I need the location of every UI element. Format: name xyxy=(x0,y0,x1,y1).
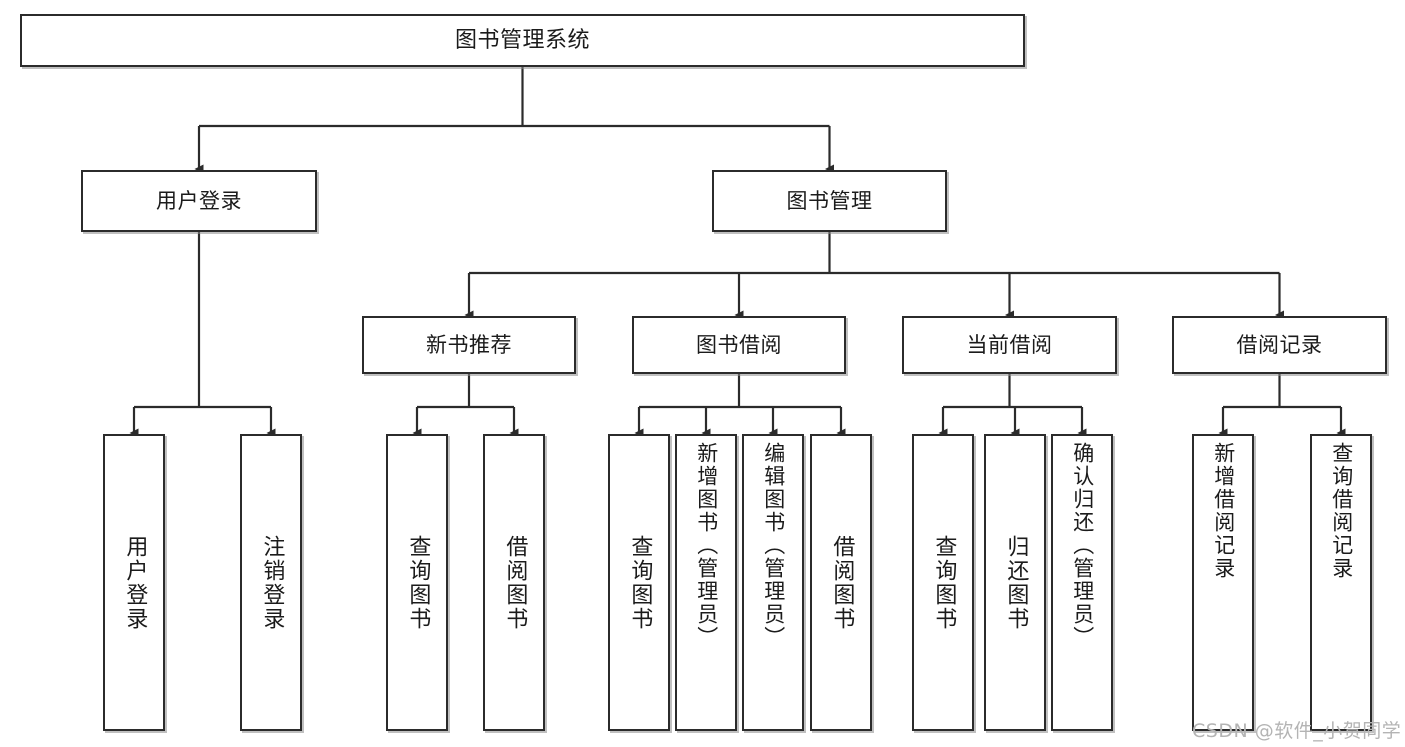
node-book-manage[interactable]: 图书管理 xyxy=(712,170,947,232)
node-borrow-record[interactable]: 借阅记录 xyxy=(1172,316,1387,374)
node-user-login[interactable]: 用户登录 xyxy=(81,170,317,232)
node-label: 注销登录 xyxy=(259,534,285,631)
node-label: 归还图书 xyxy=(1003,534,1029,631)
node-leaf-add-rec[interactable]: 新增借阅记录 xyxy=(1192,434,1254,731)
node-label: 图书借阅 xyxy=(696,332,782,357)
node-leaf-add-book[interactable]: 新增图书（管理员） xyxy=(675,434,737,731)
node-leaf-query-2[interactable]: 查询图书 xyxy=(608,434,670,731)
node-label: 确认归还（管理员） xyxy=(1070,442,1095,649)
node-label: 查询图书 xyxy=(405,534,431,631)
node-leaf-query-rec[interactable]: 查询借阅记录 xyxy=(1310,434,1372,731)
node-label: 查询借阅记录 xyxy=(1329,442,1354,580)
node-label: 用户登录 xyxy=(122,534,148,631)
node-label: 当前借阅 xyxy=(966,332,1053,357)
node-book-borrow[interactable]: 图书借阅 xyxy=(632,316,846,374)
node-label: 新增图书（管理员） xyxy=(694,442,719,649)
node-label: 查询图书 xyxy=(931,534,957,631)
node-root[interactable]: 图书管理系统 xyxy=(20,14,1025,67)
node-leaf-return[interactable]: 归还图书 xyxy=(984,434,1046,731)
node-label: 查询图书 xyxy=(627,534,653,631)
node-new-book-rec[interactable]: 新书推荐 xyxy=(362,316,576,374)
node-label: 借阅记录 xyxy=(1236,332,1323,357)
node-leaf-query-1[interactable]: 查询图书 xyxy=(386,434,448,731)
node-leaf-query-3[interactable]: 查询图书 xyxy=(912,434,974,731)
node-leaf-borrow-2[interactable]: 借阅图书 xyxy=(810,434,872,731)
node-label: 借阅图书 xyxy=(829,534,855,631)
csdn-watermark: CSDN @软件_小贺同学 xyxy=(1192,720,1402,742)
node-label: 图书管理 xyxy=(786,188,873,213)
node-leaf-logout[interactable]: 注销登录 xyxy=(240,434,302,731)
node-current-borrow[interactable]: 当前借阅 xyxy=(902,316,1117,374)
node-label: 图书管理系统 xyxy=(454,27,590,53)
node-label: 新增借阅记录 xyxy=(1211,442,1236,580)
node-label: 用户登录 xyxy=(156,188,242,213)
node-label: 新书推荐 xyxy=(426,332,512,357)
node-label: 编辑图书（管理员） xyxy=(761,442,786,649)
node-leaf-confirm[interactable]: 确认归还（管理员） xyxy=(1051,434,1113,731)
node-leaf-borrow-1[interactable]: 借阅图书 xyxy=(483,434,545,731)
node-leaf-user-login[interactable]: 用户登录 xyxy=(103,434,165,731)
node-label: 借阅图书 xyxy=(502,534,528,631)
node-leaf-edit-book[interactable]: 编辑图书（管理员） xyxy=(742,434,804,731)
